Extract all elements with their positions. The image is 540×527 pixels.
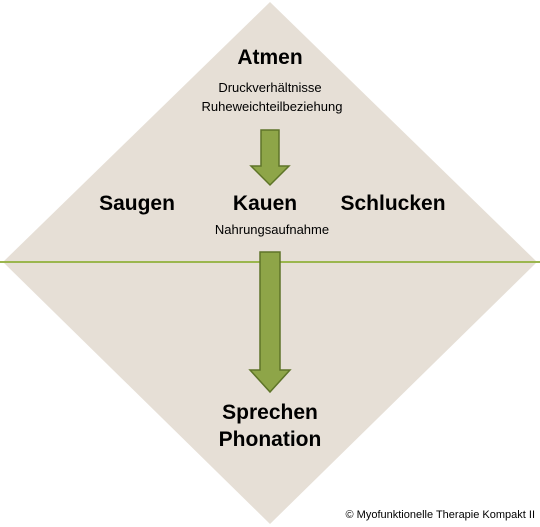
atmen-title: Atmen: [237, 46, 303, 69]
arrow-down-large-icon: [248, 251, 292, 394]
saugen-label: Saugen: [99, 192, 175, 215]
kauen-label: Kauen: [232, 192, 298, 215]
ruheweichteilbeziehung-label: Ruheweichteilbeziehung: [201, 99, 343, 114]
druckverhaeltnisse-label: Druckverhältnisse: [218, 80, 322, 95]
sprechen-label: Sprechen: [222, 401, 318, 424]
schlucken-label: Schlucken: [340, 192, 446, 215]
phonation-label: Phonation: [218, 428, 322, 451]
arrow-down-small-icon: [249, 129, 291, 187]
nahrungsaufnahme-label: Nahrungsaufnahme: [214, 222, 330, 237]
copyright-notice: © Myofunktionelle Therapie Kompakt II: [345, 509, 536, 521]
